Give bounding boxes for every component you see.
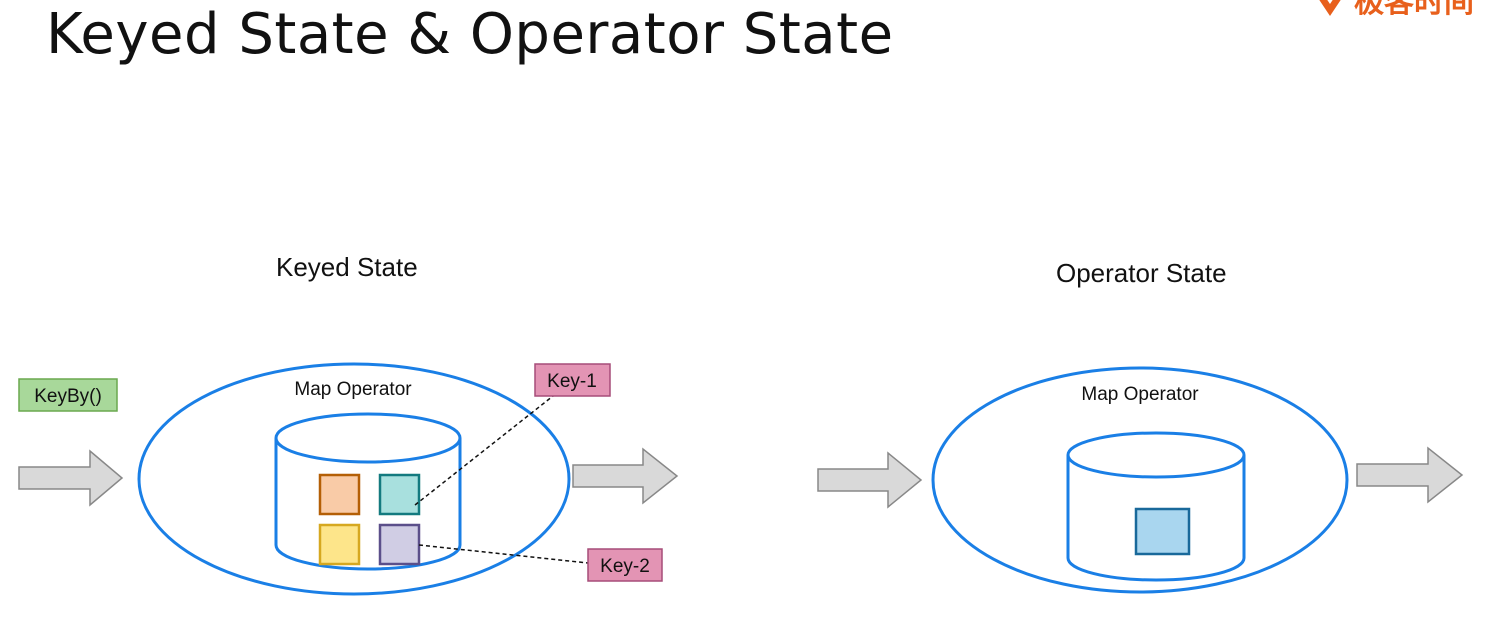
state-cell-yellow	[318, 523, 361, 566]
keyed-output-arrow	[572, 447, 679, 505]
operator-state-store-cylinder	[1066, 431, 1246, 582]
key-2-connector	[418, 544, 589, 564]
keyed-state-store-cylinder	[274, 412, 462, 571]
key-2-tag: Key-2	[587, 548, 663, 582]
keyed-state-label: Keyed State	[276, 252, 418, 282]
keyed-operator-label: Map Operator	[294, 379, 412, 400]
keyby-label: KeyBy()	[34, 386, 102, 407]
operator-state-diagram: Map Operator	[817, 366, 1464, 594]
slide-title: Keyed State & Operator State	[46, 2, 894, 67]
state-cell-purple	[378, 523, 421, 566]
geektime-logo-icon	[1319, 0, 1341, 16]
state-cell-orange	[318, 473, 361, 516]
keyed-state-diagram: KeyBy() Map Operator Key-1 Key-2	[18, 362, 679, 596]
key-1-connector	[414, 395, 554, 506]
operator-output-arrow	[1356, 446, 1464, 504]
logo-text: 极客时间	[1354, 0, 1474, 20]
state-cell-teal	[378, 473, 421, 516]
operator-state-label: Operator State	[1056, 258, 1227, 288]
key-2-label: Key-2	[600, 556, 650, 577]
key-1-label: Key-1	[547, 371, 597, 392]
keyed-input-arrow	[18, 449, 124, 507]
state-cell-blue	[1134, 507, 1191, 556]
operator-state-operator-label: Map Operator	[1081, 384, 1199, 405]
operator-state-ellipse	[931, 366, 1349, 594]
keyby-tag: KeyBy()	[18, 378, 118, 412]
keyed-operator-ellipse	[137, 362, 571, 596]
operator-input-arrow	[817, 451, 923, 509]
geektime-logo: 极客时间	[1310, 0, 1474, 26]
key-1-tag: Key-1	[534, 363, 611, 397]
